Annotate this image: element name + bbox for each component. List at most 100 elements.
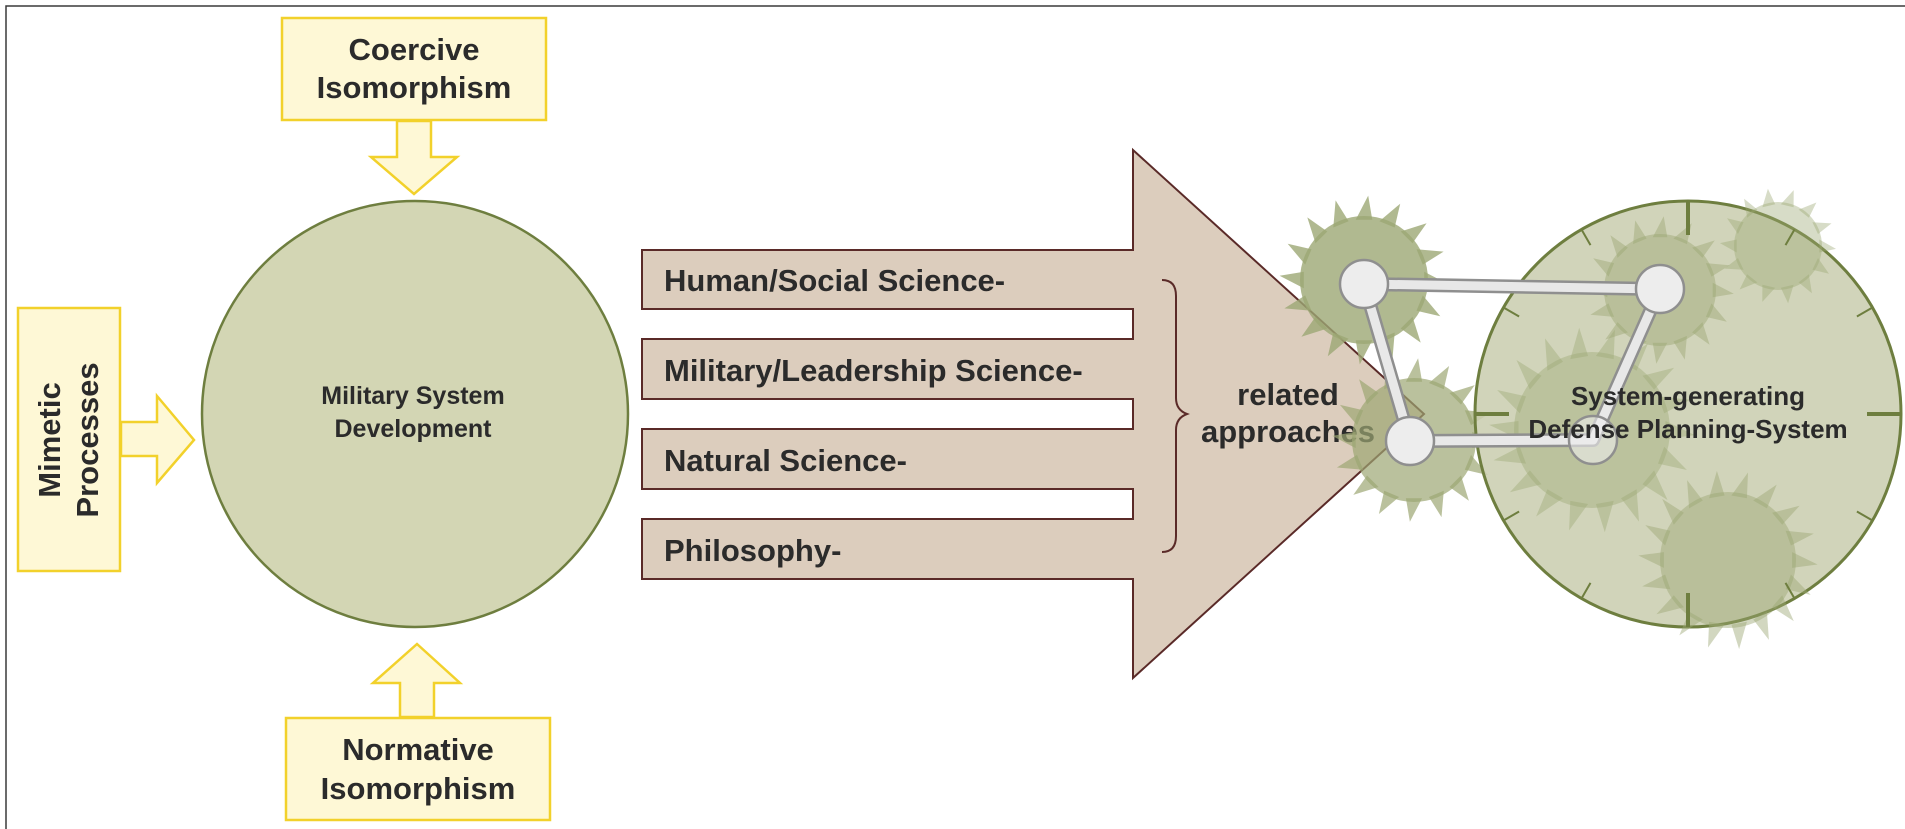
gear-tooth xyxy=(1610,235,1628,258)
gear-tooth xyxy=(1307,217,1328,244)
gear-tooth xyxy=(1593,258,1615,277)
gear-icon xyxy=(1720,188,1836,304)
gear-tooth xyxy=(1379,203,1401,228)
gear-tooth xyxy=(1709,470,1725,499)
gear-tooth xyxy=(1645,525,1671,546)
normative-label-line1: Normative xyxy=(342,732,494,767)
dial-tick xyxy=(1856,306,1873,318)
gear-tooth xyxy=(1772,595,1794,622)
dial-tick xyxy=(1580,582,1592,599)
coercive-down-arrow-icon xyxy=(367,119,461,196)
gear-tooth xyxy=(1658,446,1687,470)
gear-tooth xyxy=(1569,500,1589,531)
node-icon xyxy=(1567,414,1619,466)
gear-body xyxy=(1734,202,1822,290)
gear-tooth xyxy=(1642,367,1675,390)
gear-tooth xyxy=(1785,574,1811,595)
dial-tick xyxy=(1580,229,1592,246)
gear-tooth xyxy=(1785,530,1814,546)
gear-tooth xyxy=(1570,327,1589,360)
gear-tooth xyxy=(1595,329,1615,360)
gear-tooth xyxy=(1638,552,1664,568)
curly-brace xyxy=(1161,279,1190,553)
node-icon xyxy=(1338,258,1390,310)
gear-tooth xyxy=(1753,484,1777,509)
gear-tooth xyxy=(1692,240,1715,258)
defense-planning-system-node xyxy=(1473,188,1903,650)
science-label-human-social: Human/Social Science- xyxy=(664,263,1005,298)
gear-tooth xyxy=(1378,490,1400,514)
gear-tooth xyxy=(1812,258,1829,274)
gear-icon xyxy=(1638,470,1818,650)
related-approaches-arrow: Human/Social Science- Military/Leadershi… xyxy=(641,147,1426,681)
gear-tooth xyxy=(1340,404,1364,426)
gear-tooth xyxy=(1449,475,1469,501)
system-label-line1: System-generating xyxy=(1571,381,1805,411)
gear-tooth xyxy=(1353,475,1379,495)
mimetic-right-arrow-icon xyxy=(119,392,196,487)
dial-tick xyxy=(1784,229,1796,246)
gear-tooth xyxy=(1780,190,1794,208)
gear-tooth xyxy=(1739,274,1758,290)
gear-tooth xyxy=(1400,223,1427,244)
gear-tooth xyxy=(1416,249,1444,265)
dial-ticks xyxy=(1475,201,1901,627)
gear-tooth xyxy=(1727,218,1744,234)
coercive-label-line1: Coercive xyxy=(349,32,480,67)
gear-body xyxy=(1660,492,1796,628)
dial-tick xyxy=(1784,582,1796,599)
linkage xyxy=(1338,258,1686,467)
gear-tooth xyxy=(1705,303,1727,322)
gear-tooth xyxy=(1662,498,1684,525)
gear-tooth xyxy=(1493,446,1526,464)
arrow-label-line1: related xyxy=(1237,377,1339,412)
gear-tooth xyxy=(1355,195,1373,220)
gear-tooth xyxy=(1400,316,1421,343)
normative-box xyxy=(284,716,552,822)
gear-tooth xyxy=(1656,595,1684,615)
dial-tick xyxy=(1503,306,1520,318)
gear-tooth xyxy=(1762,284,1776,302)
gear-tooth xyxy=(1665,421,1695,439)
gear-tooth xyxy=(1792,552,1818,568)
gear-tooth xyxy=(1798,202,1817,218)
arrow-label-line2: approaches xyxy=(1201,414,1375,449)
gear-tooth xyxy=(1595,500,1614,533)
gear-tooth xyxy=(1642,574,1671,590)
gear-tooth xyxy=(1590,303,1615,317)
mimetic-label-line2: Processes xyxy=(70,362,105,517)
gear-tooth xyxy=(1798,274,1812,294)
gear-tooth xyxy=(1621,489,1639,522)
dial-tick xyxy=(1503,510,1520,522)
gear-tooth xyxy=(1762,188,1776,208)
gear-tooth xyxy=(1416,295,1441,317)
gear-tooth xyxy=(1753,611,1769,640)
gear-tooth xyxy=(1359,379,1379,405)
center-label-line1: Military System xyxy=(321,382,504,410)
gear-tooth xyxy=(1279,271,1304,289)
coercive-label-line2: Isomorphism xyxy=(317,70,512,105)
science-label-military-leadership: Military/Leadership Science- xyxy=(664,353,1083,388)
coercive-isomorphism-block: Coercive Isomorphism xyxy=(280,16,548,196)
gear-tooth xyxy=(1731,472,1748,499)
gear-tooth xyxy=(1652,216,1668,238)
gear-tooth xyxy=(1652,342,1668,364)
gear-tooth xyxy=(1673,335,1687,360)
mimetic-box xyxy=(16,306,122,573)
gear-tooth xyxy=(1819,239,1836,253)
system-label-line2: Defense Planning-System xyxy=(1528,414,1847,444)
gear-tooth xyxy=(1731,621,1747,650)
normative-up-arrow-icon xyxy=(369,642,464,719)
gear-tooth xyxy=(1692,322,1710,345)
gear-tooth xyxy=(1705,263,1730,277)
normative-label-line2: Isomorphism xyxy=(321,771,516,806)
gear-tooth xyxy=(1536,489,1563,517)
gear-tooth xyxy=(1301,316,1328,337)
gear-tooth xyxy=(1449,385,1475,405)
gear-tooth xyxy=(1428,490,1444,518)
gear-tooth xyxy=(1327,332,1349,357)
node-icon xyxy=(1634,263,1686,315)
gear-tooth xyxy=(1336,454,1364,470)
gear-tooth xyxy=(1687,480,1703,509)
gear-tooth xyxy=(1333,200,1349,228)
